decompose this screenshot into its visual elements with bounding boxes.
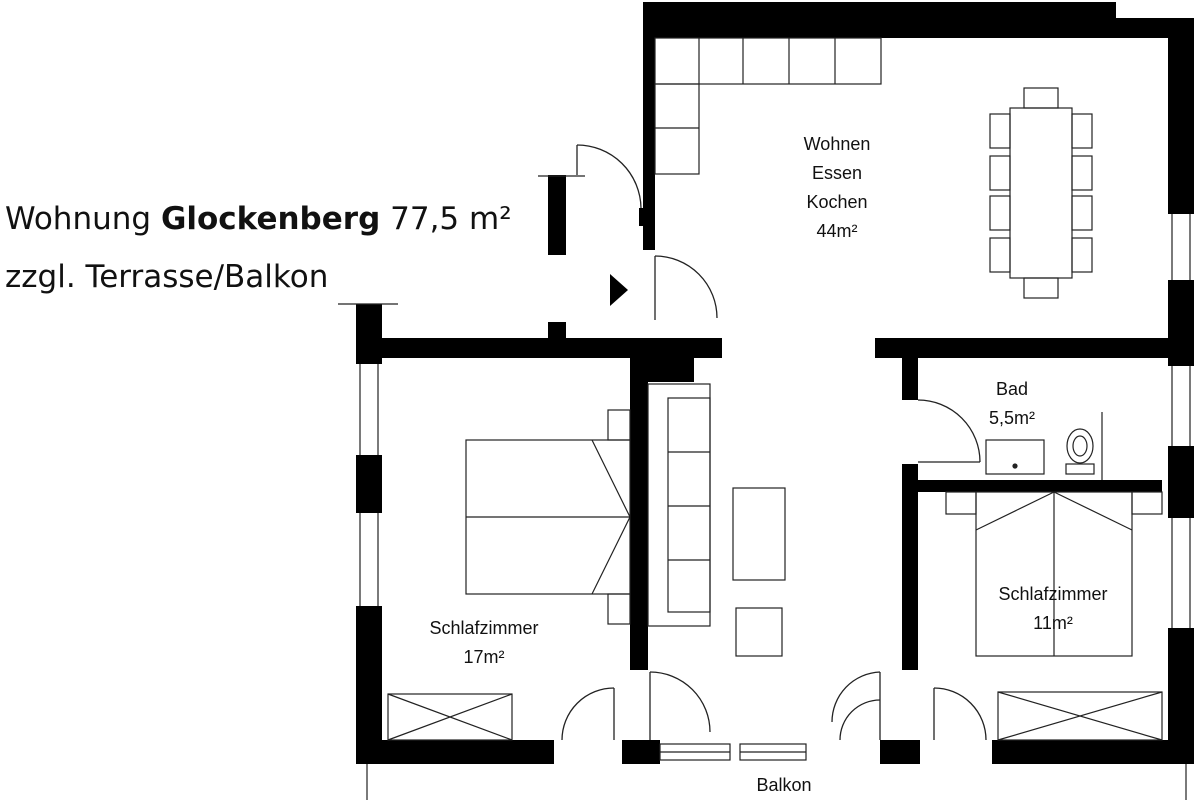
wall-top-exterior [643,2,1116,38]
toilet [1065,428,1095,475]
living-right-door-swing [831,671,881,723]
wall-partition-left [630,358,648,670]
bed-large [465,409,631,625]
bedroom-small-label: Schlafzimmer [998,584,1107,604]
entrance-arrow-icon [610,274,628,306]
wall-bath-left-lower [902,464,918,670]
entrance-door-swing [576,144,642,209]
wall-top-right [1116,18,1176,38]
bedroom-small-area: 11m² [1033,613,1073,633]
bath-area: 5,5m² [989,408,1035,428]
wall-door-jamb [639,208,655,226]
bath-door-swing [917,399,981,463]
wall-bath-top [875,338,1194,358]
wall-living-left [643,2,655,250]
wall-left-mid [356,455,382,513]
living-door-swing [654,255,718,319]
title-prefix: Wohnung [5,201,152,237]
wall-bottom-balcony-left [622,740,660,764]
dining-table [989,87,1093,299]
kitchen-counter [654,37,882,175]
wall-left-upper [356,304,382,364]
plan-title: Wohnung Glockenberg 77,5 m² zzgl. Terras… [5,190,512,306]
wall-bottom-right [992,740,1194,764]
doors [338,144,987,741]
wardrobe-small [997,691,1163,741]
wall-entrance-bottom [548,322,566,342]
sink [985,439,1045,475]
wardrobe-large [387,693,513,741]
title-area: 77,5 m² [390,201,512,237]
bedroom-small-door-swing [933,687,987,741]
coffee-table [732,487,786,581]
sofa [647,383,711,627]
title-apartment-name: Glockenberg [160,201,381,237]
living-balcony-door-swing [649,671,711,733]
bedroom-large-label: Schlafzimmer [429,618,538,638]
wall-right-upper [1168,18,1194,214]
bedroom-balcony-door-swing [561,687,615,741]
wall-right-lower [1168,628,1194,740]
wall-bottom-left [356,740,554,764]
wall-bottom-balcony-right [880,740,920,764]
furniture [387,37,1163,741]
title-line-1: Wohnung Glockenberg 77,5 m² [5,190,512,248]
bed-small [945,491,1163,657]
wall-left-lower [356,606,382,764]
balcony-label: Balkon [756,775,811,795]
living-label-1: Wohnen [804,134,871,154]
walls [356,2,1194,764]
title-line-2: zzgl. Terrasse/Balkon [5,259,329,295]
wall-entrance-stub [548,175,566,255]
wall-bath-left-upper [902,358,918,400]
wall-right-bath [1168,446,1194,518]
armchair [735,607,783,657]
wall-partition-block [648,358,694,382]
wall-bedroom-top [356,338,722,358]
living-label-3: Kochen [806,192,867,212]
wall-bath-bottom [918,480,1162,492]
living-label-2: Essen [812,163,862,183]
room-labels: Wohnen Essen Kochen 44m² Bad 5,5m² Schla… [429,134,1107,795]
living-area: 44m² [816,221,857,241]
bedroom-large-area: 17m² [463,647,504,667]
bath-label: Bad [996,379,1028,399]
windows [359,214,1191,800]
